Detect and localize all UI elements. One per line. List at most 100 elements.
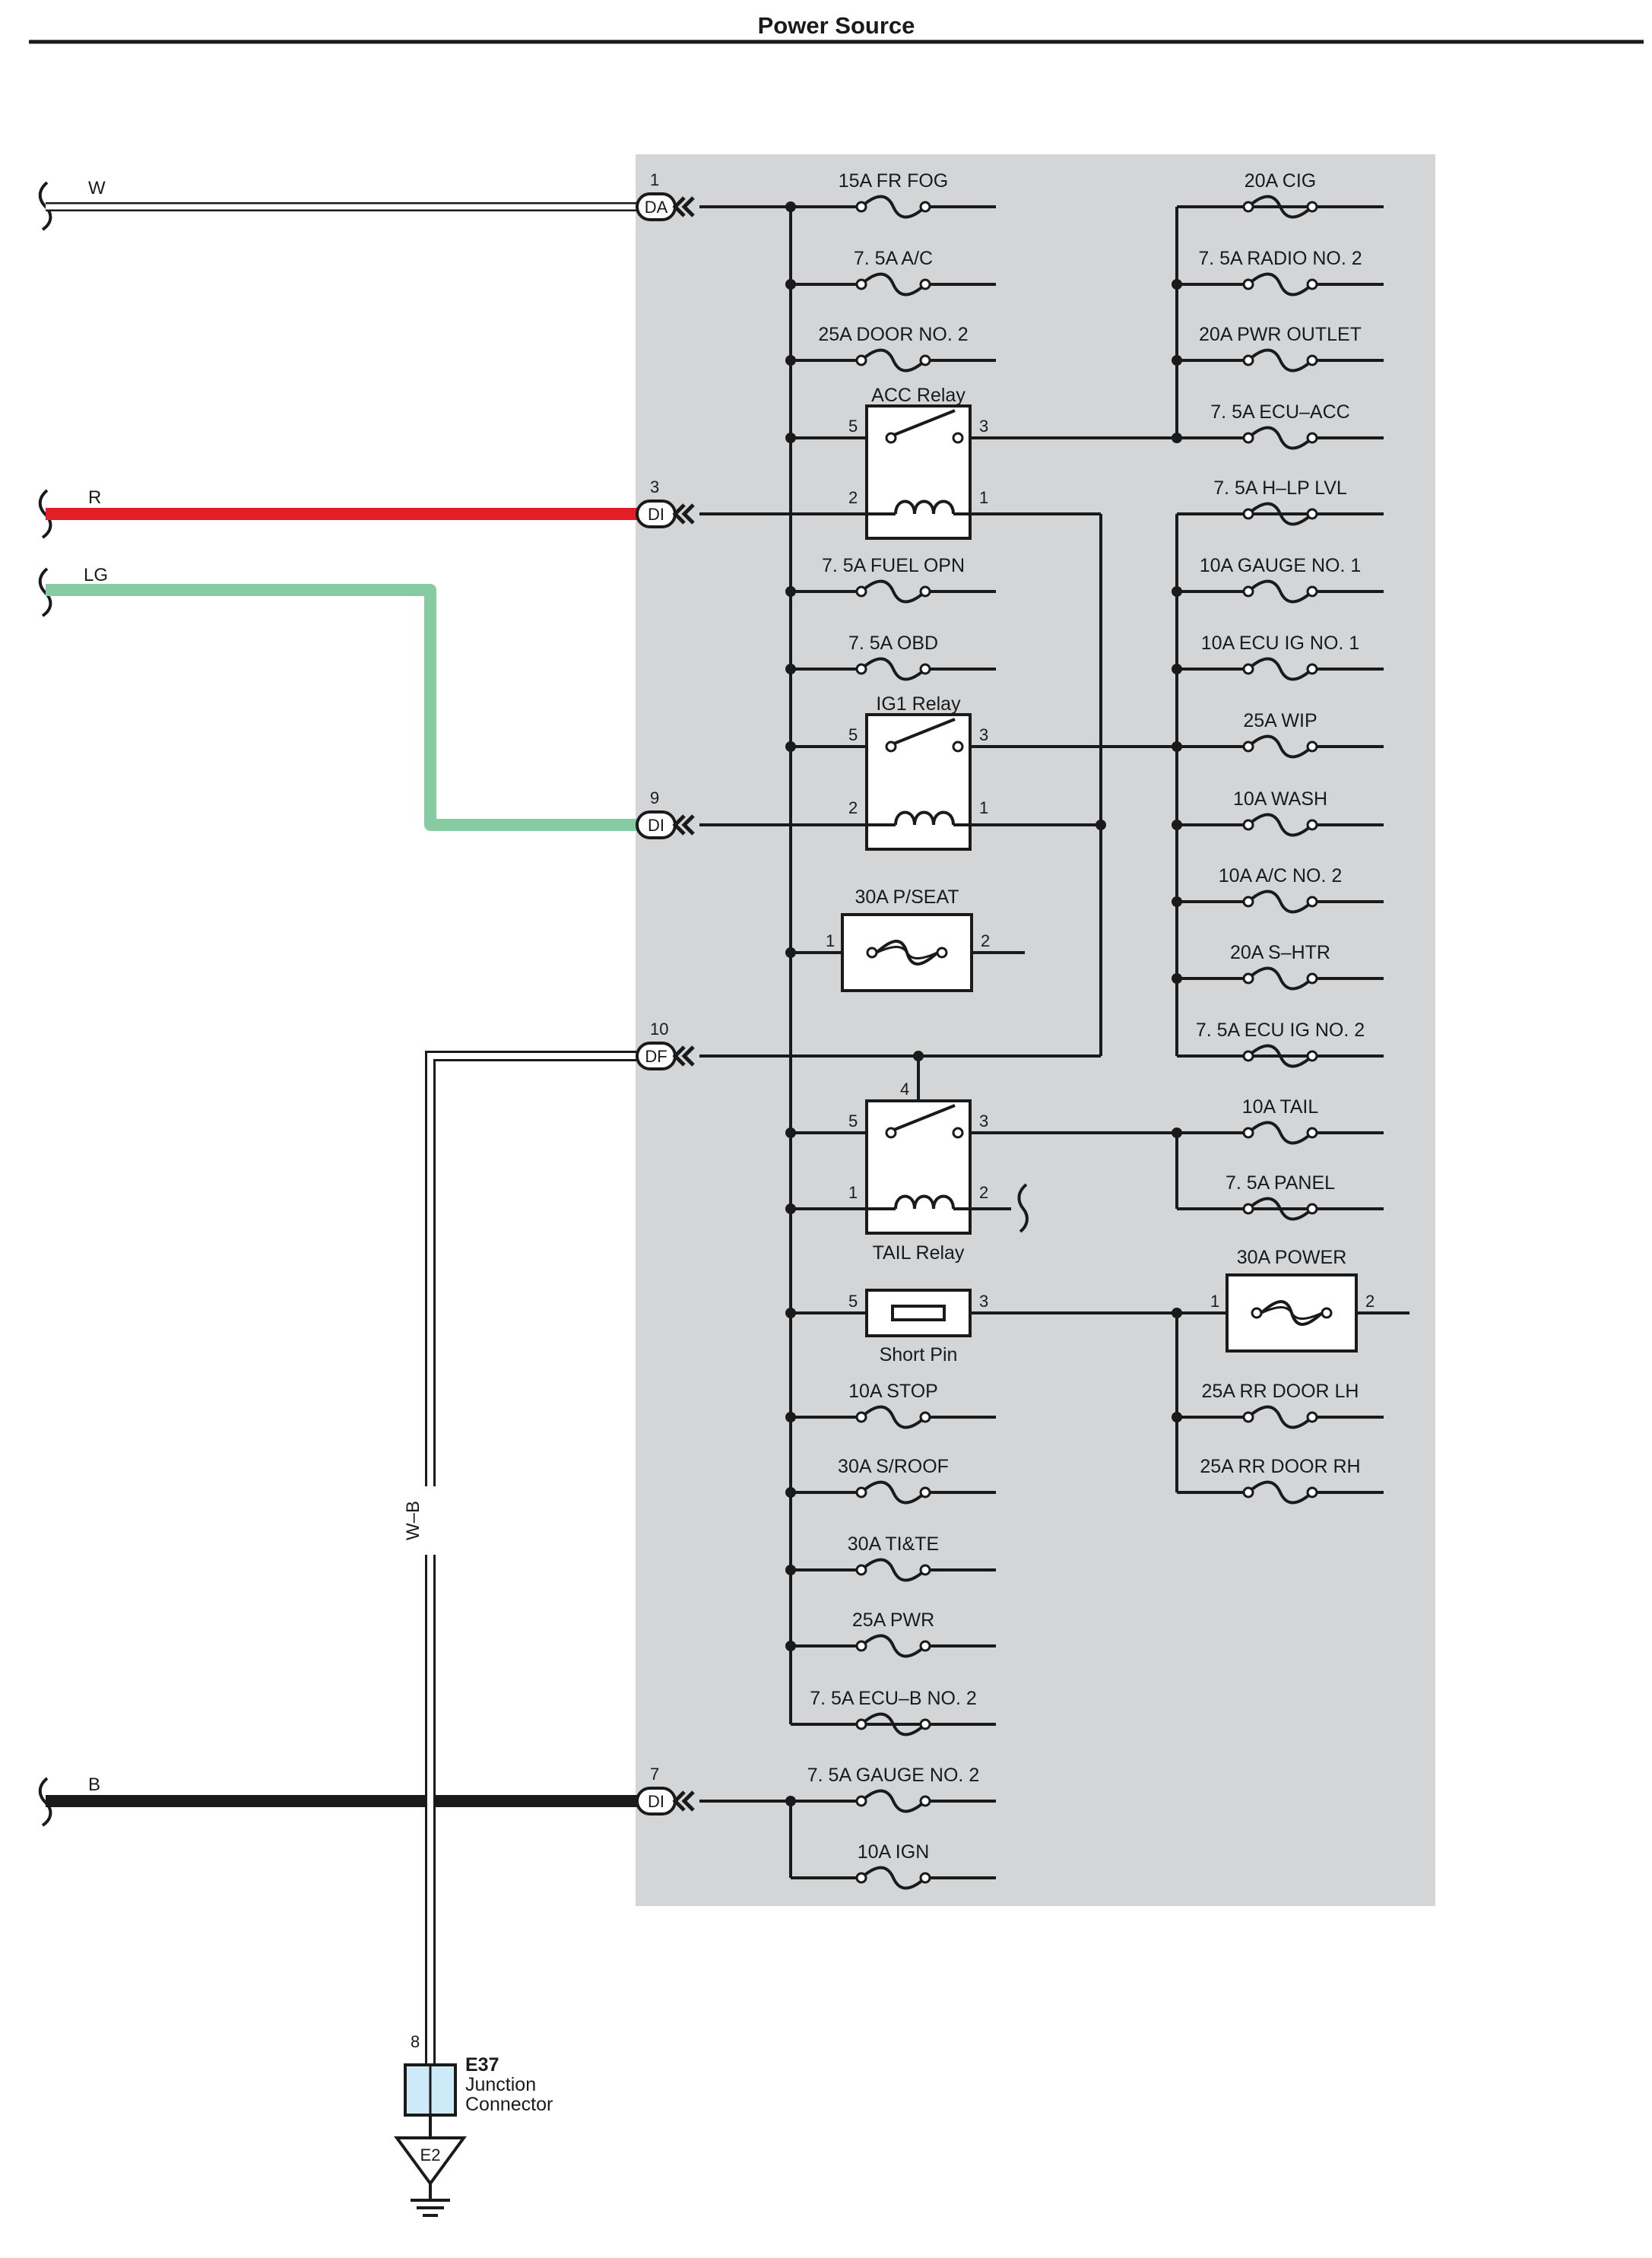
- connector-pin: 1: [650, 170, 659, 189]
- pin-label: 3: [979, 1292, 988, 1311]
- fuse-label: 10A GAUGE NO. 1: [1200, 555, 1362, 576]
- junction-line-1: Junction: [465, 2074, 536, 2095]
- fuse: 7. 5A ECU IG NO. 2: [1177, 1020, 1384, 1068]
- fuse-label: 15A FR FOG: [839, 170, 948, 192]
- pin-label: 1: [979, 798, 988, 817]
- fuse-label: 7. 5A OBD: [848, 633, 938, 654]
- pin-label: 1: [826, 931, 835, 950]
- short-pin: Short Pin 5 3: [848, 1289, 988, 1365]
- fuse-label: 20A S–HTR: [1230, 942, 1330, 963]
- ground-label: E2: [420, 2145, 441, 2164]
- pin-label: 5: [848, 1292, 858, 1311]
- fuse: 25A RR DOOR LH: [1177, 1381, 1384, 1429]
- wire-b: B: [38, 1774, 639, 1827]
- power-name: 30A POWER: [1237, 1247, 1347, 1268]
- fuse: 10A GAUGE NO. 1: [1177, 555, 1384, 604]
- fuse: 30A TI&TE: [791, 1533, 996, 1582]
- ig1-relay-name: IG1 Relay: [876, 693, 961, 715]
- fuse-label: 7. 5A ECU–ACC: [1210, 401, 1349, 423]
- wire-label-b: B: [88, 1774, 100, 1795]
- connector-pin: 9: [650, 788, 659, 807]
- open-wire-symbol: [1017, 1183, 1029, 1233]
- fuse: 10A IGN: [791, 1841, 996, 1890]
- junction-code: E37: [465, 2054, 499, 2076]
- fuse-label: 25A PWR: [852, 1609, 934, 1631]
- tail-relay-name: TAIL Relay: [873, 1242, 965, 1264]
- connector-di7: DI7: [636, 1765, 695, 1816]
- fuse-label: 10A A/C NO. 2: [1219, 865, 1343, 886]
- fuse-label: 10A TAIL: [1242, 1096, 1319, 1118]
- pin-label: 2: [848, 488, 858, 507]
- pin-label: 2: [981, 931, 990, 950]
- connector-di9: DI9: [636, 788, 695, 839]
- fuse: 10A WASH: [1177, 788, 1384, 837]
- connector-name: DA: [645, 198, 668, 217]
- pin-label: 1: [1210, 1292, 1219, 1311]
- fuse: 10A ECU IG NO. 1: [1177, 633, 1384, 681]
- fuse: 20A CIG: [1177, 170, 1384, 219]
- fuse-label: 10A WASH: [1233, 788, 1327, 810]
- wire-wb: W–B: [403, 1051, 639, 2068]
- pin-label: 3: [979, 417, 988, 436]
- fuse-label: 10A IGN: [858, 1841, 930, 1863]
- junction-connector-e37: 8 E37 Junction Connector: [404, 2032, 553, 2117]
- connector-pin: 7: [650, 1765, 659, 1784]
- fuse-label: 7. 5A ECU–B NO. 2: [810, 1688, 977, 1709]
- pin-label: 1: [979, 488, 988, 507]
- fuse: 7. 5A GAUGE NO. 2: [791, 1765, 996, 1813]
- pin-label: 5: [848, 417, 858, 436]
- fuse-label: 10A STOP: [848, 1381, 938, 1402]
- fuse-label: 30A TI&TE: [848, 1533, 939, 1555]
- fuse-label: 7. 5A ECU IG NO. 2: [1196, 1020, 1365, 1041]
- fuse: 20A S–HTR: [1177, 942, 1384, 991]
- pin-label: 1: [848, 1183, 858, 1202]
- fuse-label: 10A ECU IG NO. 1: [1201, 633, 1359, 654]
- connector-da: DA 1: [636, 170, 695, 221]
- power-fusible-link: 30A POWER 1 2: [1210, 1247, 1375, 1353]
- fuse: 7. 5A ECU–ACC: [1177, 401, 1384, 450]
- pin-label: 2: [979, 1183, 988, 1202]
- acc-relay: ACC Relay 5 3 2 1: [848, 385, 988, 540]
- pin-label: 3: [979, 725, 988, 744]
- pseat-name: 30A P/SEAT: [855, 886, 959, 908]
- connector-pin: 3: [650, 477, 659, 496]
- pin-label: 2: [1365, 1292, 1375, 1311]
- pin-label: 5: [848, 1112, 858, 1131]
- fuse: 7. 5A RADIO NO. 2: [1177, 248, 1384, 297]
- fuse: 25A PWR: [791, 1609, 996, 1658]
- fuse: 20A PWR OUTLET: [1177, 324, 1384, 373]
- ground-symbol: E2: [394, 2115, 467, 2217]
- connector-di3: DI3: [636, 477, 695, 528]
- pin-label: 3: [979, 1112, 988, 1131]
- wire-label-lg: LG: [84, 565, 108, 585]
- pin-label: 5: [848, 725, 858, 744]
- fuse-label: 7. 5A H–LP LVL: [1213, 477, 1347, 499]
- page-title: Power Source: [758, 12, 915, 39]
- fuse-label: 20A PWR OUTLET: [1199, 324, 1362, 345]
- fuse-label: 7. 5A PANEL: [1226, 1172, 1335, 1194]
- short-pin-name: Short Pin: [880, 1344, 958, 1365]
- fuse: 7. 5A FUEL OPN: [791, 555, 996, 604]
- junction-line-2: Connector: [465, 2094, 553, 2115]
- wire-r: R: [38, 487, 639, 539]
- fuse: 25A DOOR NO. 2: [791, 324, 996, 373]
- fuse-label: 25A RR DOOR LH: [1201, 1381, 1359, 1402]
- wire-label-wb: W–B: [403, 1501, 423, 1540]
- fuse-label: 7. 5A GAUGE NO. 2: [807, 1765, 979, 1786]
- fuse: 30A S/ROOF: [791, 1456, 996, 1505]
- fuse-label: 7. 5A FUEL OPN: [822, 555, 965, 576]
- fuse-label: 7. 5A RADIO NO. 2: [1198, 248, 1362, 269]
- connector-pin: 10: [650, 1020, 668, 1039]
- acc-relay-name: ACC Relay: [871, 385, 966, 406]
- fuse-label: 20A CIG: [1245, 170, 1317, 192]
- fuse: 10A STOP: [791, 1381, 996, 1429]
- fuse-label: 25A RR DOOR RH: [1200, 1456, 1360, 1477]
- junction-pin-label: 8: [411, 2032, 420, 2051]
- fuse-label: 25A WIP: [1243, 710, 1317, 731]
